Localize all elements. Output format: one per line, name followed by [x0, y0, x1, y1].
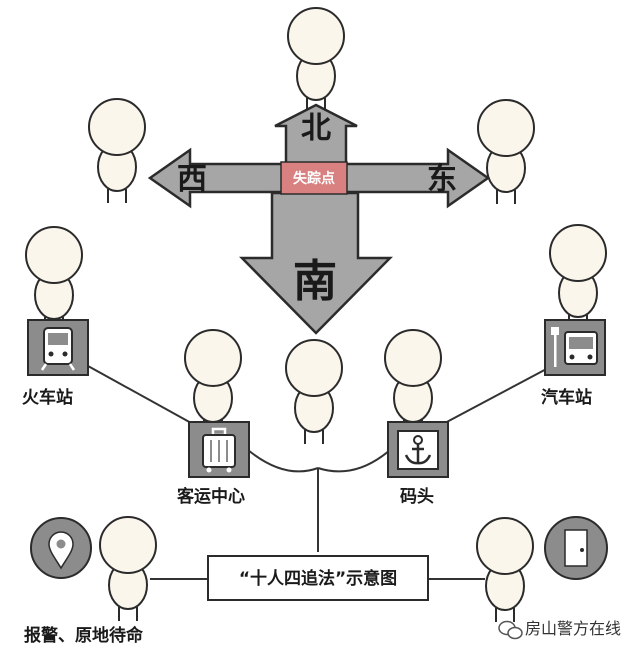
person-alarm: [99, 516, 157, 622]
label-south: 南: [293, 256, 337, 307]
train-icon: [27, 319, 89, 376]
connector-train-to-center: [87, 365, 194, 425]
compass-arrows: [147, 103, 491, 335]
luggage-icon: [188, 421, 250, 478]
bus-stop-icon: [544, 319, 606, 376]
label-missing-point: 失踪点: [293, 170, 335, 187]
wechat-icon: [498, 620, 523, 640]
label-bus-station: 汽车站: [541, 387, 592, 408]
label-north: 北: [301, 111, 331, 146]
label-dock: 码头: [400, 487, 434, 507]
connector-center-to-hub: [247, 449, 319, 473]
person-train-station: [25, 226, 83, 332]
person-center: [285, 339, 343, 445]
label-alarm: 报警、原地待命: [24, 625, 144, 646]
label-west: 西: [177, 162, 207, 197]
location-pin-icon: [30, 517, 92, 579]
person-passenger-center: [184, 329, 242, 435]
person-door: [476, 517, 534, 623]
south-arrow: [239, 191, 393, 335]
caption-text: “十人四追法”示意图: [239, 568, 397, 589]
anchor-icon: [387, 421, 449, 478]
label-train-station: 火车站: [22, 387, 73, 408]
person-bus-station: [549, 224, 607, 330]
watermark-text: 房山警方在线: [525, 619, 621, 638]
person-dock: [384, 329, 442, 435]
person-north: [287, 7, 345, 113]
label-passenger-center: 客运中心: [176, 486, 245, 507]
caption-box: [207, 555, 429, 601]
missing-point-highlight: [280, 161, 348, 195]
label-east: 东: [427, 162, 457, 197]
door-icon: [544, 516, 608, 580]
connector-bus-to-dock: [442, 365, 553, 425]
connector-dock-to-hub: [317, 449, 391, 473]
person-northwest: [88, 98, 146, 204]
connector-lines: [87, 365, 553, 580]
person-northeast: [477, 99, 535, 205]
